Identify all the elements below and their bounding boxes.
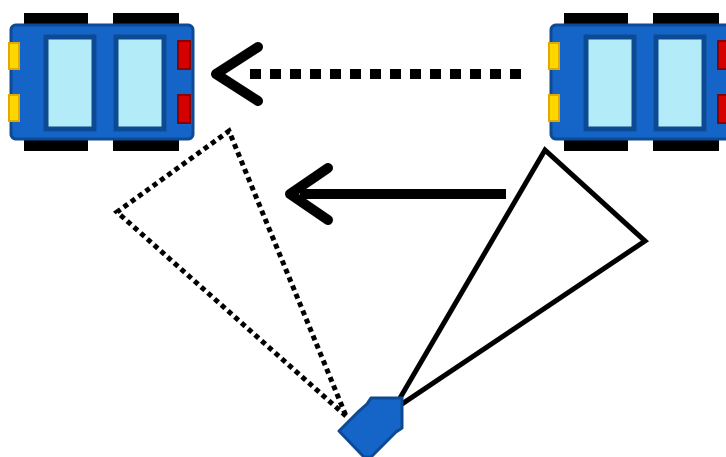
past-view-cone (113, 127, 349, 418)
observed-motion-arrow (211, 42, 521, 106)
current-view-cone (390, 146, 650, 413)
location-arrow-icon (337, 396, 404, 457)
car-current-icon (549, 13, 726, 151)
car-past-icon (9, 13, 193, 151)
actual-motion-arrow (285, 163, 506, 225)
